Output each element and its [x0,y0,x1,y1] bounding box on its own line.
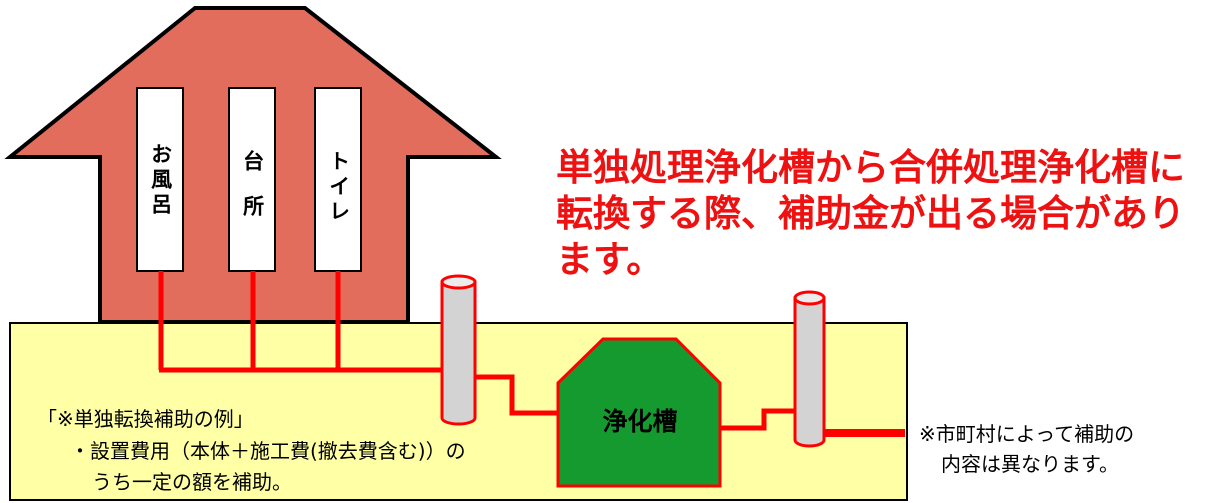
subsidy-example-line-2: うち一定の額を補助。 [92,470,292,494]
municipality-note-line-2: 内容は異なります。 [941,452,1119,476]
room-toilet-text: トイレ [326,150,351,225]
vent-pipe-2 [793,290,826,448]
room-toilet-box [314,87,362,272]
room-kitchen-box [228,87,276,272]
room-kitchen-text: 台所 [240,150,265,240]
subsidy-example-title: 「※単独転換補助の例」 [37,407,254,431]
municipality-note-line-1: ※市町村によって補助の [919,422,1135,446]
headline: 単独処理浄化槽から合併処理浄化槽に 転換する際、補助金が出る場合があり ます。 [556,145,1201,283]
vent-pipe-1 [440,274,477,426]
headline-line-1: 単独処理浄化槽から合併処理浄化槽に [556,146,1185,189]
room-kitchen-label: 台所 [233,150,271,240]
pipe-tank-out [720,408,796,431]
room-bath-label: お風呂 [141,143,179,218]
septic-tank-label: 浄化槽 [602,407,678,436]
headline-line-2: 転換する際、補助金が出る場合があり [556,192,1185,235]
headline-line-3: ます。 [556,238,664,281]
room-toilet-label: トイレ [319,150,357,225]
room-bath-text: お風呂 [148,143,173,218]
septic-tank [556,337,722,488]
pipe-to-tank [475,374,558,416]
subsidy-example-line-1: ・設置費用（本体＋施工費(撤去費含む)）の [70,439,466,463]
drain-pipes [158,271,796,431]
